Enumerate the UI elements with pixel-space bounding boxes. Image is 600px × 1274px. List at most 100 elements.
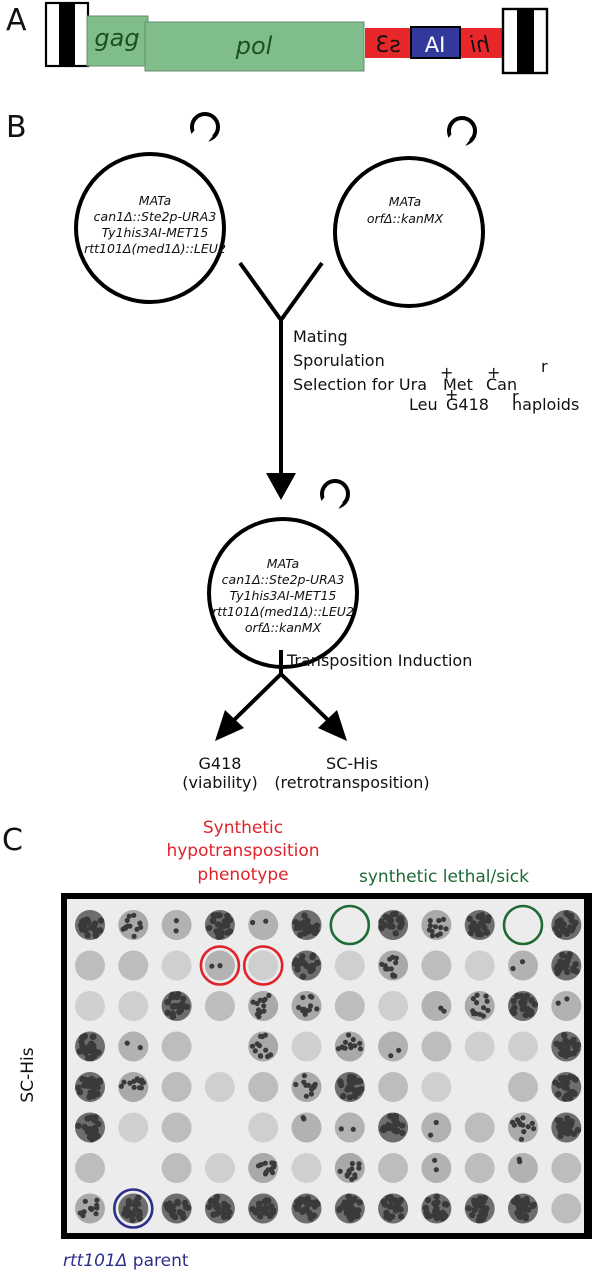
colony: [96, 927, 104, 934]
plate-spot: [161, 1193, 192, 1224]
spot-lawn: [464, 1153, 495, 1183]
colony: [293, 1203, 300, 1210]
colony: [299, 959, 306, 967]
colony: [164, 998, 171, 1006]
spot-lawn: [464, 1031, 495, 1062]
colony: [88, 1136, 96, 1143]
colony: [75, 1122, 82, 1129]
colony: [79, 1075, 86, 1083]
plate-spot: [75, 910, 105, 940]
colony: [258, 1053, 264, 1059]
mating-arrowhead: [266, 473, 296, 500]
colony: [479, 912, 486, 919]
colony: [207, 1197, 215, 1205]
spot-lawn: [421, 1072, 452, 1102]
colony: [572, 961, 579, 968]
colony: [175, 991, 182, 998]
colony: [89, 1047, 96, 1055]
colony: [427, 923, 433, 929]
spot-lawn: [291, 1112, 322, 1143]
colony: [299, 953, 306, 960]
colony: [470, 996, 476, 1002]
plate-spot: [378, 1031, 409, 1062]
plate-spots: [75, 910, 582, 1224]
colony: [431, 1200, 438, 1207]
outcome-g418: G418: [199, 754, 242, 773]
colony: [180, 1214, 187, 1221]
strain-haploid-line-5: orfΔ::kanMX: [245, 620, 322, 635]
colony: [566, 1094, 574, 1102]
spot-lawn: [248, 1072, 279, 1102]
spot-lawn: [291, 1153, 322, 1183]
colony: [474, 1000, 480, 1006]
plate-spot: [378, 910, 409, 940]
colony: [129, 1216, 136, 1224]
colony: [570, 967, 577, 974]
colony: [471, 1206, 478, 1213]
colony: [168, 994, 175, 1001]
colony: [263, 918, 269, 924]
colony: [305, 1082, 312, 1088]
colony: [524, 1007, 532, 1014]
colony: [87, 1089, 94, 1096]
colony: [250, 999, 256, 1005]
plate-spot: [378, 1153, 409, 1183]
plate-spot: [378, 1112, 409, 1143]
colony: [529, 1202, 536, 1210]
colony: [258, 1162, 264, 1168]
spot-lawn: [161, 1153, 192, 1183]
colony: [564, 968, 571, 976]
outcome-schis: SC-His: [326, 754, 378, 773]
colony: [167, 1205, 174, 1213]
colony: [391, 1113, 399, 1120]
plate-spot: [464, 950, 495, 981]
colony: [81, 1032, 89, 1040]
spot-lawn: [248, 1153, 279, 1183]
spot-lawn: [551, 991, 582, 1021]
colony: [348, 1204, 355, 1211]
plate-spot: [161, 950, 192, 981]
colony: [478, 1204, 486, 1211]
colony: [556, 1082, 563, 1089]
colony: [465, 1205, 472, 1212]
colony: [428, 1132, 434, 1138]
colony: [81, 1123, 88, 1131]
plate-spot: [421, 950, 452, 981]
colony: [254, 1011, 261, 1017]
plate-spot: [334, 1031, 365, 1062]
colony: [261, 997, 267, 1004]
outcome-schis-sub: (retrotransposition): [274, 773, 429, 792]
spot-lawn: [551, 1193, 582, 1224]
colony: [291, 960, 299, 967]
colony: [571, 1090, 578, 1097]
plate-spot: [204, 1153, 235, 1183]
colony: [301, 1006, 307, 1012]
colony: [519, 959, 526, 965]
colony: [213, 928, 220, 935]
colony: [93, 1211, 99, 1217]
plate-spot: [551, 910, 582, 940]
arrowhead-schis: [318, 710, 347, 741]
arrow-to-schis: [279, 672, 331, 723]
colony: [557, 1075, 565, 1082]
colony: [205, 924, 213, 932]
colony: [95, 1049, 102, 1056]
plate-spot: [334, 1153, 365, 1183]
spot-lawn: [161, 950, 192, 981]
colony: [299, 973, 307, 980]
colony: [555, 1091, 562, 1098]
spot-lawn: [378, 950, 409, 981]
colony: [303, 1093, 309, 1099]
colony: [389, 923, 396, 930]
arrowhead-g418: [215, 710, 244, 741]
colony: [169, 1010, 176, 1017]
colony: [349, 1161, 355, 1167]
colony: [390, 954, 396, 960]
colony: [138, 1085, 144, 1091]
colony: [529, 1120, 536, 1126]
colony: [443, 926, 449, 932]
plate-spot: [508, 1112, 538, 1143]
colony: [305, 927, 313, 935]
colony: [304, 1195, 311, 1202]
plate-spot: [421, 1193, 452, 1224]
